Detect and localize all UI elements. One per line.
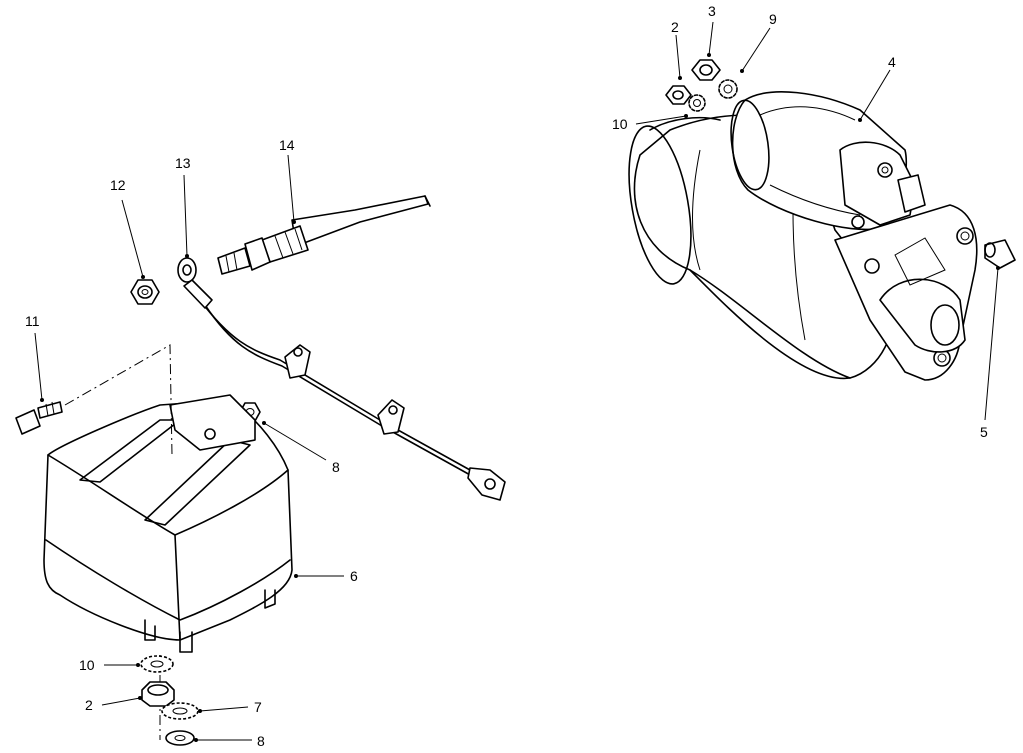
lower-flat-washer	[165, 730, 195, 746]
starter-nut-large	[665, 59, 721, 105]
control-unit-box	[43, 394, 293, 653]
lower-star-washer	[161, 702, 199, 720]
callout-7: 7	[254, 699, 262, 715]
leader-lines	[34, 21, 1000, 742]
callout-2-top: 2	[671, 19, 679, 35]
callout-5: 5	[980, 424, 988, 440]
callout-labels: 2 3 9 4 10 5 13 14 12 11 8 6 10 2 7 8	[25, 3, 988, 749]
callout-2-bottom: 2	[85, 697, 93, 713]
lower-nut	[141, 681, 175, 707]
glow-plug	[217, 195, 431, 275]
callout-6: 6	[350, 568, 358, 584]
callout-11: 11	[25, 313, 40, 329]
wiring-harness	[177, 257, 506, 501]
callout-10-bottom: 10	[79, 657, 95, 673]
lower-lock-washer	[140, 655, 174, 673]
starter-bolt	[984, 239, 1016, 269]
callout-13: 13	[175, 155, 191, 171]
callout-9: 9	[769, 11, 777, 27]
callout-8-bottom: 8	[257, 733, 265, 749]
starter-motor	[628, 91, 978, 381]
callout-12: 12	[110, 177, 126, 193]
control-unit-bolt	[15, 401, 63, 435]
callout-4: 4	[888, 54, 896, 70]
callout-14: 14	[279, 137, 295, 153]
callout-10-top: 10	[612, 116, 628, 132]
callout-8-mid: 8	[332, 459, 340, 475]
harness-nut	[130, 279, 160, 305]
callout-3: 3	[708, 3, 716, 19]
starter-lock-washers	[688, 79, 738, 112]
